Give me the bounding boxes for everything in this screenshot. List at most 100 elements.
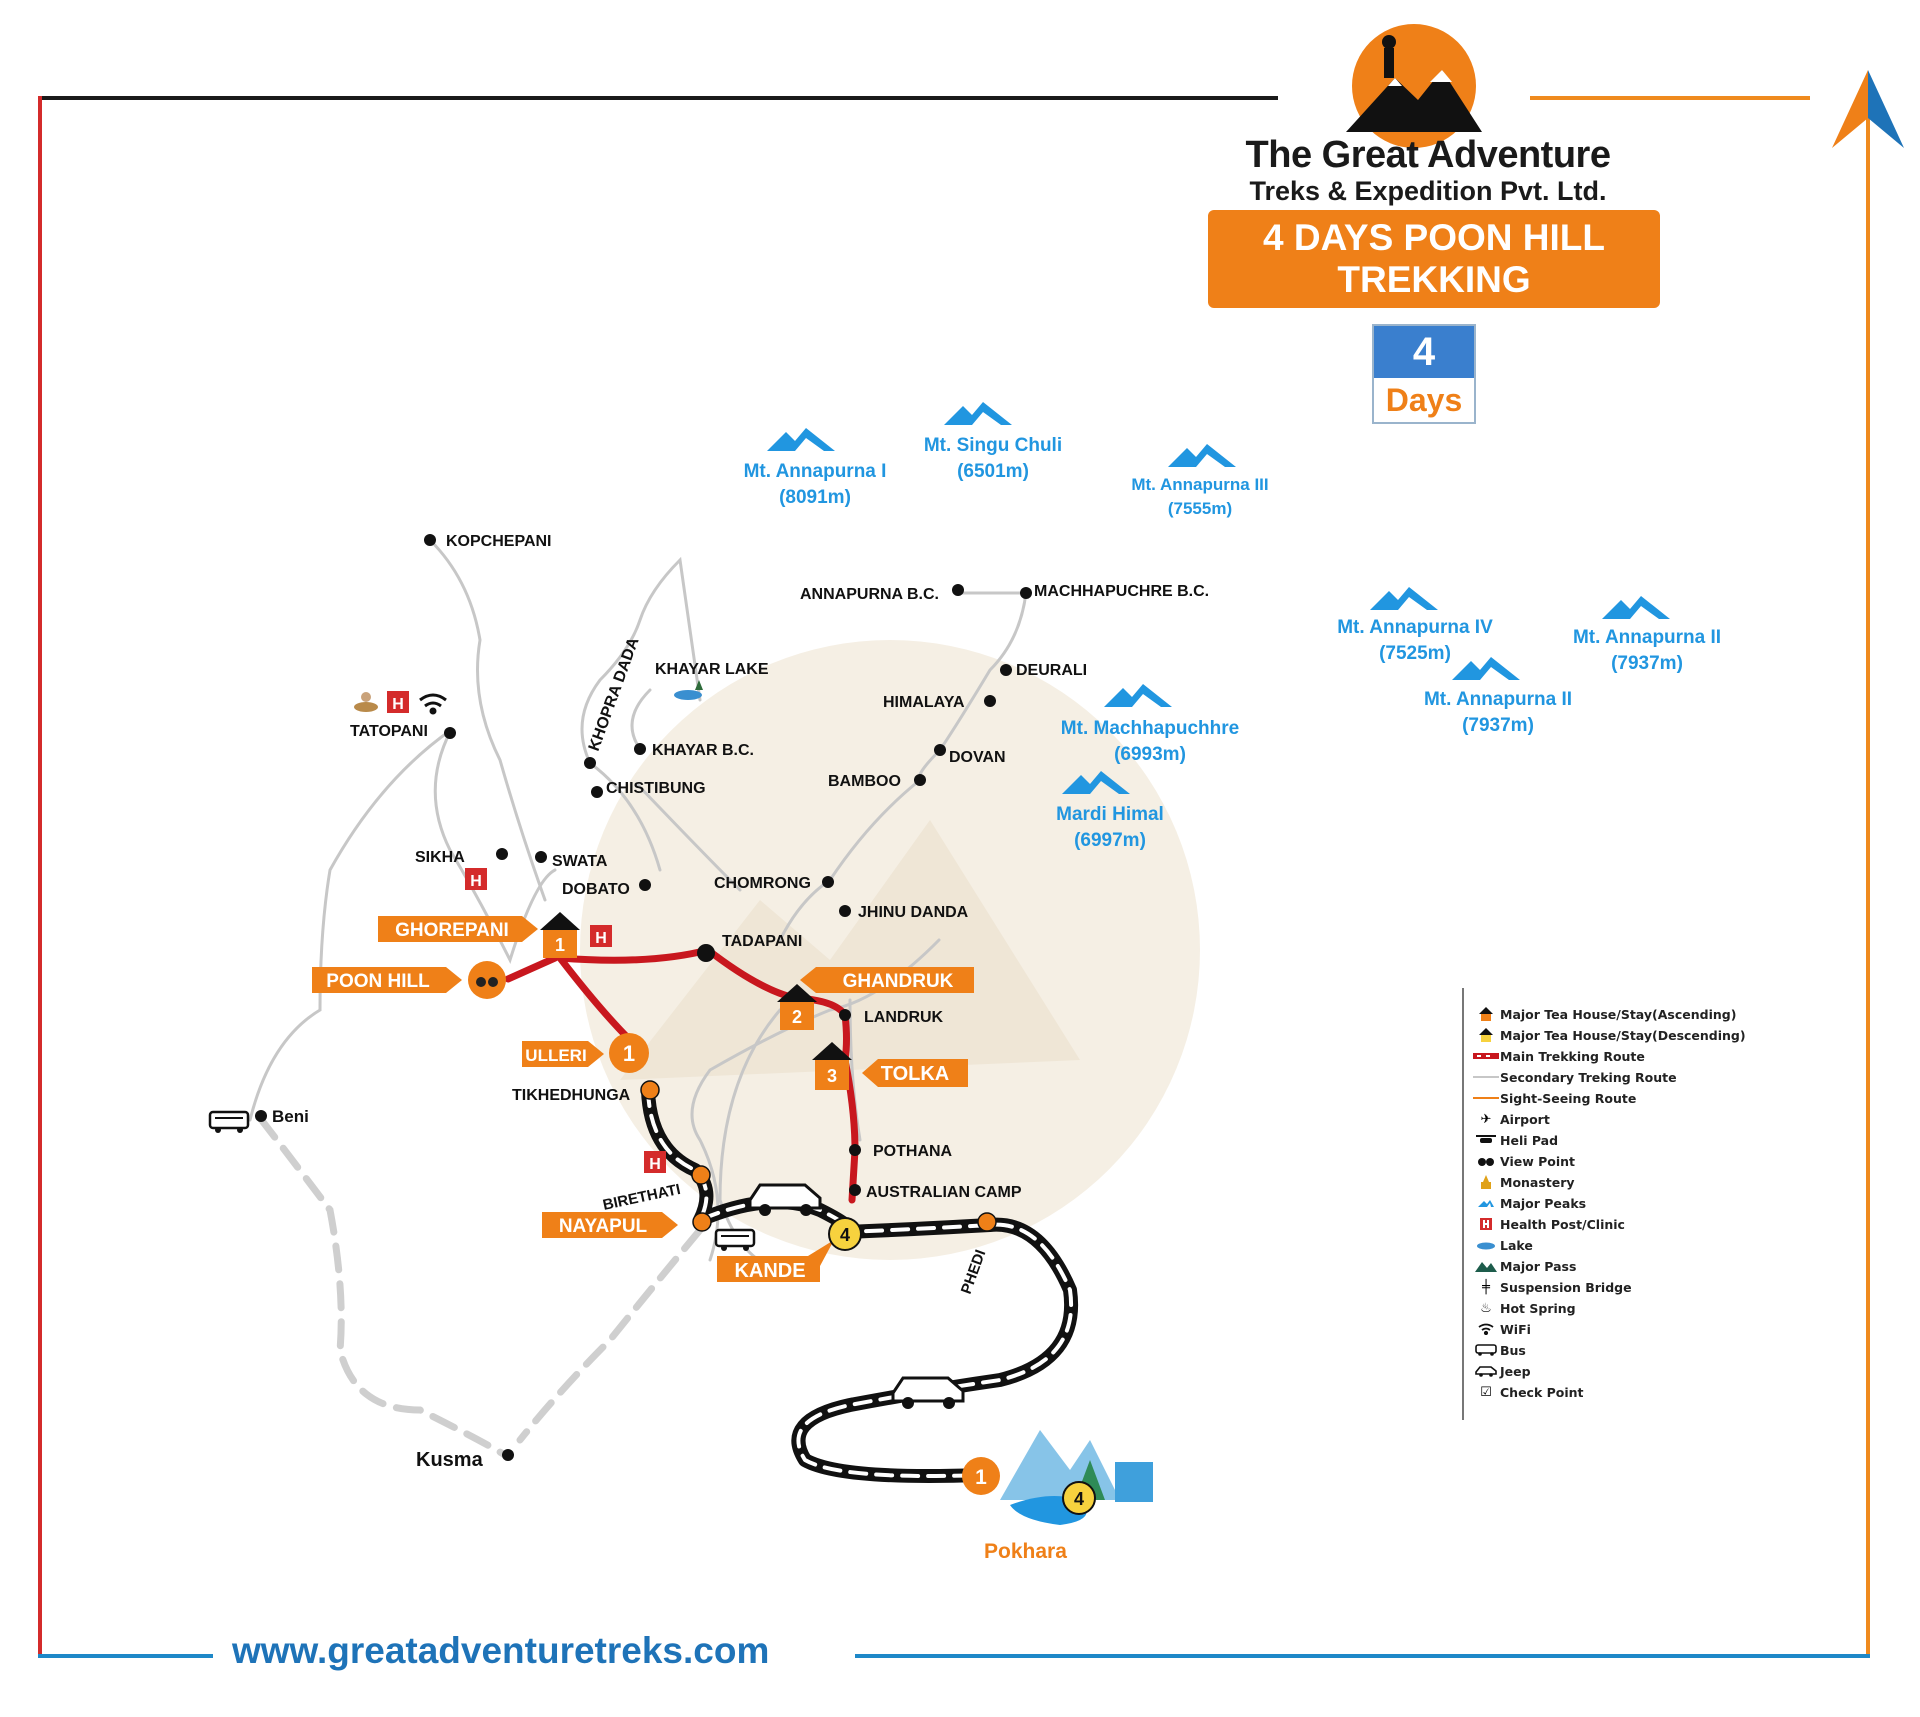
label-sikha: SIKHA bbox=[415, 849, 465, 866]
label-swata: SWATA bbox=[552, 853, 608, 870]
label-machhapuchre-bc: MACHHAPUCHRE B.C. bbox=[1034, 583, 1209, 600]
tea-house-ghandruk: 2 bbox=[777, 984, 817, 1030]
svg-text:Mt. Singu Chuli: Mt. Singu Chuli bbox=[924, 435, 1062, 456]
legend-item: WiFi bbox=[1472, 1319, 1531, 1339]
legend-label: Major Tea House/Stay(Descending) bbox=[1500, 1027, 1746, 1043]
stop-kande: KANDE bbox=[717, 1240, 834, 1282]
svg-text:1: 1 bbox=[555, 935, 565, 955]
peak-annapurna-ii: Mt. Annapurna II (7937m) bbox=[1573, 596, 1721, 674]
legend-label: Airport bbox=[1500, 1111, 1550, 1127]
svg-text:ULLERI: ULLERI bbox=[525, 1046, 586, 1065]
label-phedi: PHEDI bbox=[958, 1247, 990, 1296]
label-pokhara: Pokhara bbox=[984, 1540, 1067, 1563]
place-dots bbox=[255, 534, 1032, 1461]
label-dovan: DOVAN bbox=[949, 749, 1006, 766]
pokhara-illustration bbox=[1000, 1430, 1153, 1525]
label-landruk: LANDRUK bbox=[864, 1009, 944, 1026]
svg-text:1: 1 bbox=[623, 1041, 635, 1066]
stop-poon-hill: POON HILL bbox=[312, 967, 462, 993]
svg-text:GHOREPANI: GHOREPANI bbox=[395, 920, 509, 941]
legend-label: Check Point bbox=[1500, 1384, 1584, 1400]
airport-icon: ✈ bbox=[1480, 1111, 1492, 1127]
lake-icon bbox=[674, 680, 703, 700]
jeep-icon bbox=[891, 1376, 965, 1409]
frame-top bbox=[38, 96, 1278, 100]
duration-unit: Days bbox=[1385, 382, 1463, 418]
label-khayar-bc: KHAYAR B.C. bbox=[652, 742, 754, 759]
svg-text:1: 1 bbox=[975, 1466, 987, 1489]
legend-label: Lake bbox=[1500, 1237, 1533, 1253]
day-marker-pokhara-end: 4 bbox=[1062, 1481, 1096, 1515]
legend-label: Secondary Treking Route bbox=[1500, 1069, 1677, 1085]
legend-label: View Point bbox=[1500, 1153, 1576, 1169]
monastery-icon bbox=[1472, 1174, 1500, 1190]
stop-nayapul: NAYAPUL bbox=[542, 1212, 678, 1238]
health-post-icon: H bbox=[644, 1151, 666, 1173]
label-deurali: DEURALI bbox=[1016, 662, 1087, 679]
label-australian-camp: AUSTRALIAN CAMP bbox=[866, 1184, 1022, 1201]
peak-icon bbox=[1370, 587, 1438, 610]
health-post-icon: H bbox=[465, 868, 487, 890]
jeep-icon bbox=[1472, 1365, 1500, 1377]
route-stop-dots bbox=[640, 1080, 997, 1232]
svg-text:GHANDRUK: GHANDRUK bbox=[843, 971, 954, 992]
stop-ghandruk: GHANDRUK bbox=[800, 967, 974, 993]
website-link[interactable]: www.greatadventuretreks.com bbox=[232, 1630, 770, 1671]
peak-mardi-himal: Mardi Himal (6997m) bbox=[1056, 771, 1164, 851]
svg-text:(7937m): (7937m) bbox=[1611, 653, 1683, 674]
legend-item: ╪ Suspension Bridge bbox=[1472, 1277, 1632, 1297]
peak-icon bbox=[944, 402, 1012, 425]
svg-text:(7555m): (7555m) bbox=[1168, 499, 1232, 518]
brand-tagline: Treks & Expedition Pvt. Ltd. bbox=[1249, 176, 1607, 206]
bus-icon bbox=[208, 1110, 250, 1133]
peak-icon bbox=[1452, 657, 1520, 680]
svg-text:KANDE: KANDE bbox=[734, 1260, 805, 1282]
wifi-icon bbox=[1472, 1323, 1500, 1335]
svg-text:Mt. Annapurna I: Mt. Annapurna I bbox=[744, 461, 887, 482]
peak-icon bbox=[1602, 596, 1670, 619]
svg-text:POON HILL: POON HILL bbox=[326, 971, 430, 992]
svg-text:(6997m): (6997m) bbox=[1074, 830, 1146, 851]
trek-title: 4 DAYS POON HILL TREKKING bbox=[1208, 210, 1660, 308]
label-kusma: Kusma bbox=[416, 1449, 484, 1471]
helipad-icon bbox=[1472, 1134, 1500, 1146]
hot-spring-icon bbox=[354, 692, 378, 712]
svg-text:Mt. Machhapuchhre: Mt. Machhapuchhre bbox=[1061, 718, 1239, 739]
svg-text:(8091m): (8091m) bbox=[779, 487, 851, 508]
bus-icon bbox=[1472, 1344, 1500, 1356]
legend-item: Sight-Seeing Route bbox=[1472, 1088, 1636, 1108]
label-himalaya: HIMALAYA bbox=[883, 694, 965, 711]
label-kopchepani: KOPCHEPANI bbox=[446, 533, 552, 550]
label-chistibung: CHISTIBUNG bbox=[606, 780, 706, 797]
label-birethati: BIRETHATI bbox=[601, 1181, 682, 1214]
peak-machhapuchhre: Mt. Machhapuchhre (6993m) bbox=[1061, 684, 1239, 765]
peak-icon bbox=[1168, 444, 1236, 467]
secondary-route-icon bbox=[1472, 1074, 1500, 1080]
svg-text:(7525m): (7525m) bbox=[1379, 643, 1451, 664]
house-descending-icon bbox=[1472, 1027, 1500, 1043]
peak-annapurna-iii: Mt. Annapurna III (7555m) bbox=[1131, 444, 1269, 518]
legend-label: Heli Pad bbox=[1500, 1132, 1559, 1148]
svg-text:H: H bbox=[649, 1156, 661, 1173]
day-marker-pokhara-start: 1 bbox=[962, 1457, 1000, 1495]
legend-label: Major Peaks bbox=[1500, 1195, 1587, 1211]
peak-icon bbox=[1062, 771, 1130, 794]
svg-text:Mt. Annapurna III: Mt. Annapurna III bbox=[1131, 475, 1268, 494]
peak-annapurna-iv: Mt. Annapurna IV (7525m) bbox=[1337, 587, 1493, 664]
jeep-icon bbox=[748, 1183, 822, 1216]
svg-text:Mt. Annapurna IV: Mt. Annapurna IV bbox=[1337, 617, 1493, 638]
svg-text:4: 4 bbox=[840, 1225, 850, 1245]
peak-annapurna-ii-2: Mt. Annapurna II (7937m) bbox=[1424, 657, 1572, 736]
health-post-icon: H bbox=[387, 691, 409, 713]
legend-item: ✈ Airport bbox=[1472, 1109, 1550, 1129]
trek-title-line2: TREKKING bbox=[1337, 259, 1531, 300]
tea-house-ghorepani: 1 bbox=[540, 912, 580, 958]
svg-text:Mardi Himal: Mardi Himal bbox=[1056, 804, 1164, 825]
legend-item: Lake bbox=[1472, 1235, 1533, 1255]
svg-text:4: 4 bbox=[1074, 1489, 1084, 1509]
svg-text:TOLKA: TOLKA bbox=[881, 1063, 950, 1085]
svg-text:H: H bbox=[392, 696, 404, 713]
stop-ulleri: ULLERI bbox=[522, 1041, 604, 1067]
legend-item: Major Peaks bbox=[1472, 1193, 1586, 1213]
